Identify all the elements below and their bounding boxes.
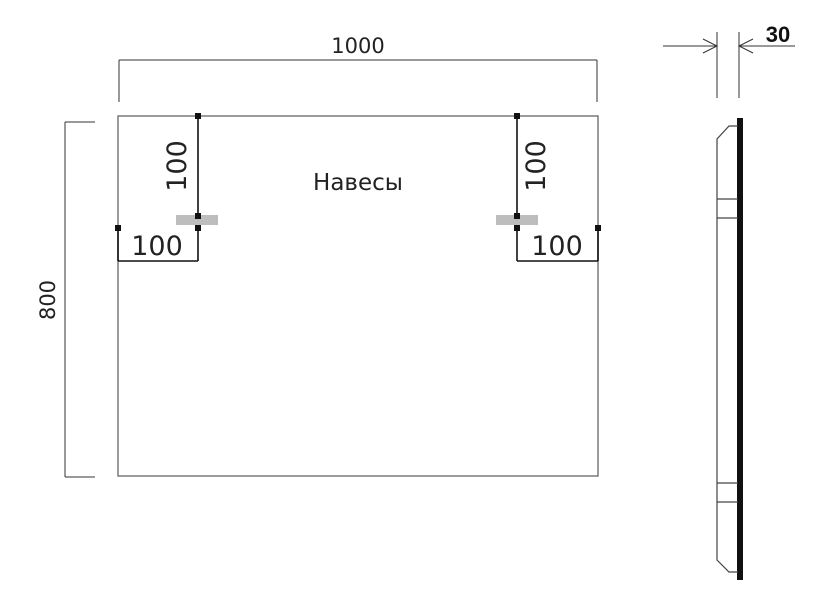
side-view: 30 xyxy=(663,22,795,580)
left-vertical-offset: 100 xyxy=(162,140,193,192)
width-dimension: 1000 xyxy=(118,34,598,102)
right-horizontal-offset: 100 xyxy=(531,231,583,262)
front-view: 1000 800 Навесы 100 100 xyxy=(36,34,601,478)
right-hanger xyxy=(496,215,538,225)
hangers-label: Навесы xyxy=(313,170,403,196)
depth-label: 30 xyxy=(766,22,790,47)
right-hanger-dimensions: 100 100 xyxy=(496,113,601,262)
height-dimension: 800 xyxy=(36,121,95,478)
left-horizontal-offset: 100 xyxy=(131,231,183,262)
frame-profile xyxy=(716,125,738,573)
height-label: 800 xyxy=(36,280,60,320)
left-hanger-dimensions: 100 100 xyxy=(115,113,218,262)
left-hanger xyxy=(176,215,218,225)
width-label: 1000 xyxy=(331,34,384,58)
mirror-glass-profile xyxy=(737,118,743,580)
right-vertical-offset: 100 xyxy=(521,140,552,192)
depth-dimension: 30 xyxy=(663,22,795,98)
